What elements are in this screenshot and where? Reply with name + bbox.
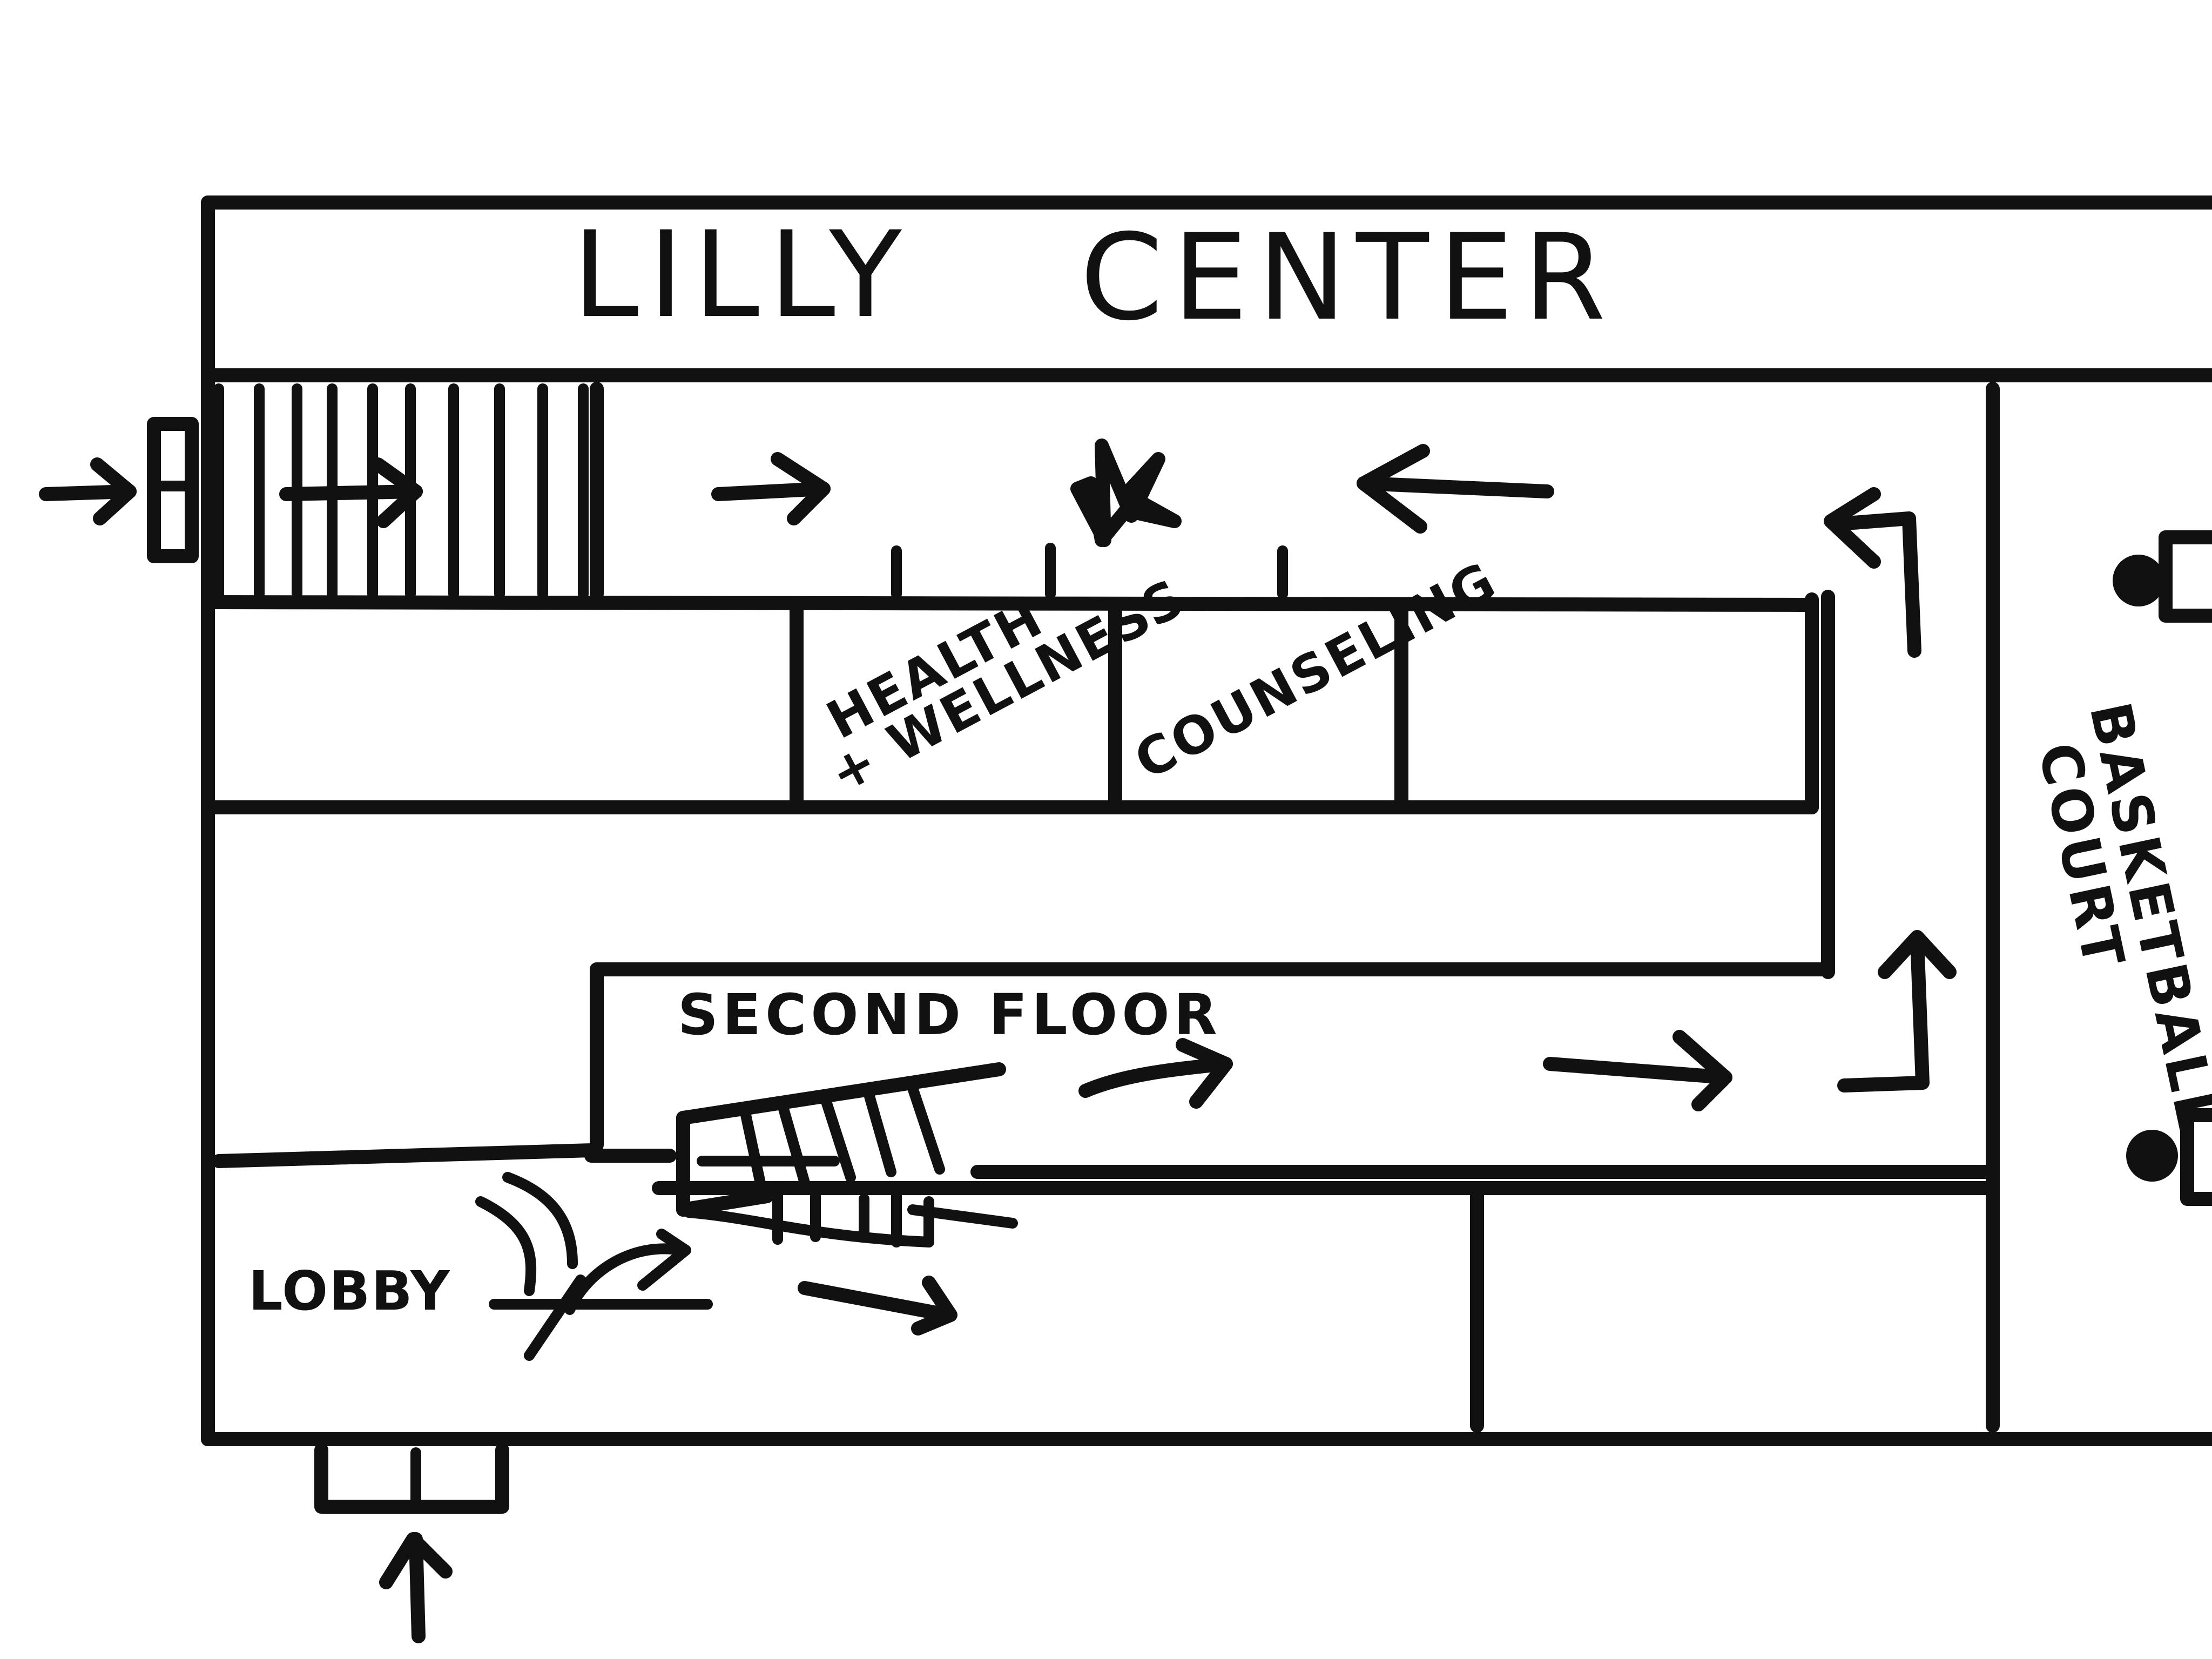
star-icon: [1070, 439, 1182, 547]
arrow-right-icon: [711, 482, 831, 501]
route-arrows: [39, 444, 1957, 1643]
door-ticks: [891, 543, 1288, 599]
staircase: [676, 1062, 1018, 1247]
south-entrance-door: [314, 1443, 509, 1514]
arrow-left-icon: [1357, 476, 1554, 498]
lobby-walls: [212, 1143, 1994, 1433]
second-floor-label: SECOND FLOOR: [678, 982, 1222, 1048]
east-hallway: [1821, 382, 2000, 1433]
building-title-left: LILLY: [572, 206, 912, 344]
lobby-label: LOBBY: [248, 1259, 451, 1323]
second-floor-corridor: [590, 962, 1994, 1179]
counseling-label: COUNSELING: [1125, 550, 1507, 791]
building-title-right: CENTER: [1080, 208, 1615, 347]
arrow-up-icon: [409, 1532, 426, 1643]
arrow-right-icon: [279, 484, 423, 501]
arrow-right-icon: [798, 1281, 955, 1322]
counseling-label-text: COUNSELING: [1125, 550, 1507, 791]
court-door-upper: [2113, 530, 2212, 623]
arrow-right-icon: [39, 484, 137, 501]
lobby-doors: [475, 1172, 713, 1361]
building-outline: [201, 195, 2212, 1446]
arrow-turn-icon: [1837, 933, 1930, 1092]
west-entrance-door: [147, 417, 199, 563]
arrow-right-icon: [1078, 1057, 1233, 1098]
arrow-right-icon: [1543, 1057, 1732, 1084]
hallway-wall: [201, 595, 1813, 612]
rooms-row: [201, 592, 1819, 814]
arrow-curve-icon: [564, 1243, 686, 1315]
court-door-lower: [2126, 1108, 2212, 1206]
arrow-turn-icon: [1832, 511, 1921, 658]
